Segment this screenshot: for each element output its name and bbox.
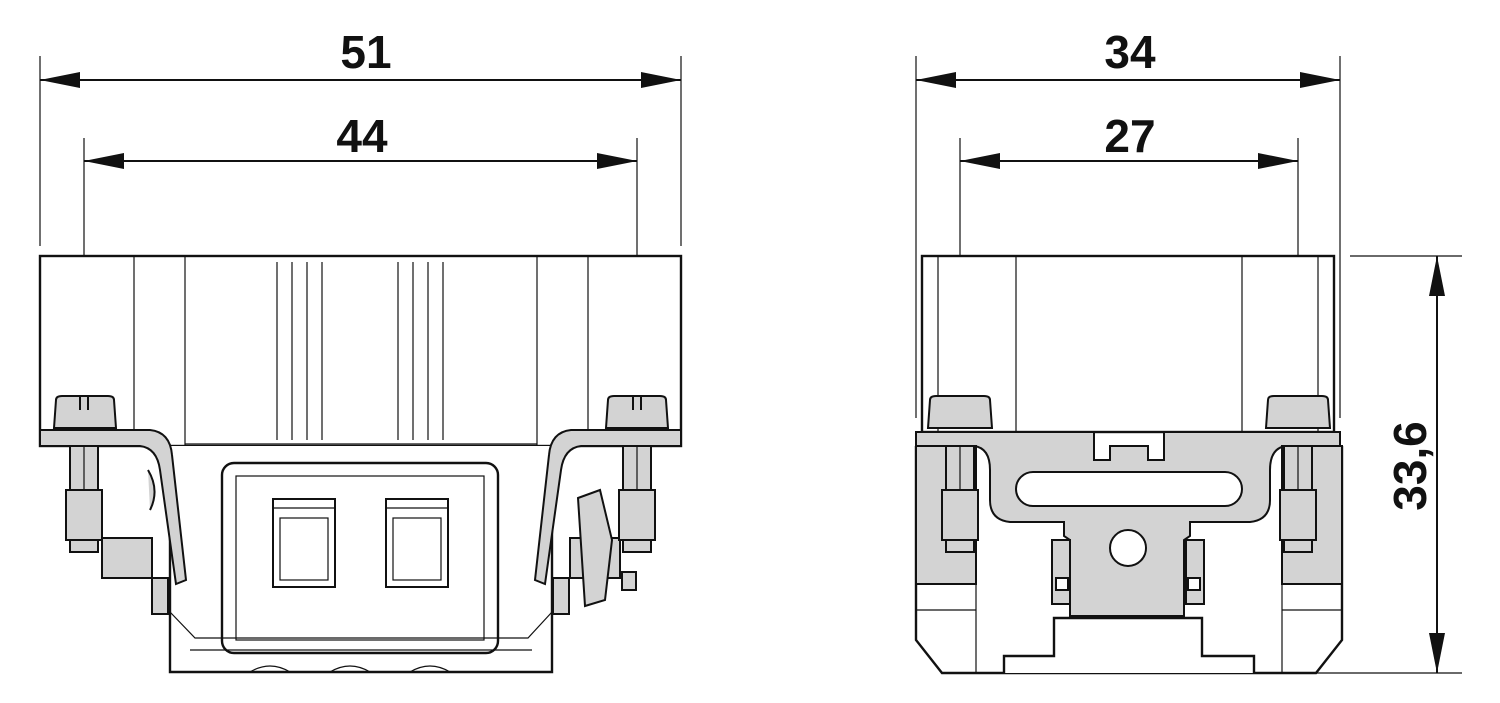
bracket-right-tab [552,577,570,615]
bracket-right-latch [576,488,614,608]
contact-slot-2-inner [392,517,442,581]
bracket-left-curve [147,469,156,511]
dim-label-44: 44 [336,110,388,162]
screw-right [604,395,670,553]
bracket-left-tab [151,577,169,615]
plate-leg-left [1051,539,1071,605]
side-lower-edges [975,584,1283,673]
dim-label-33-6: 33,6 [1384,421,1436,511]
housing-top [38,254,683,448]
bracket-right [533,429,682,586]
plate-notch-left [1055,577,1069,591]
insert-frame [220,461,500,655]
dim-label-34: 34 [1104,26,1156,78]
side-view: 34 27 33,6 [914,26,1462,675]
plate-slot [1015,471,1243,507]
contact-slot-2 [385,498,449,588]
plate-notch-right [1187,577,1201,591]
contact-slot-1 [272,498,336,588]
contact-slot-1-inner [279,517,329,581]
insert-inner [235,475,485,641]
plate-hole [1109,529,1147,567]
housing-grooves [276,262,444,440]
plate-leg-right [1185,539,1205,605]
bracket-left-foot [101,537,153,579]
bracket-right-nub [621,571,637,591]
insert-bevel [169,611,553,639]
bracket-left [39,429,188,586]
front-view: 51 44 [38,26,683,674]
dim-label-27: 27 [1104,110,1155,162]
side-screw-right [1264,395,1332,553]
dim-label-51: 51 [340,26,391,78]
side-screw-left [926,395,994,553]
screw-left [52,395,118,553]
side-bottom-step [1002,616,1256,673]
insert-pins [249,665,451,673]
